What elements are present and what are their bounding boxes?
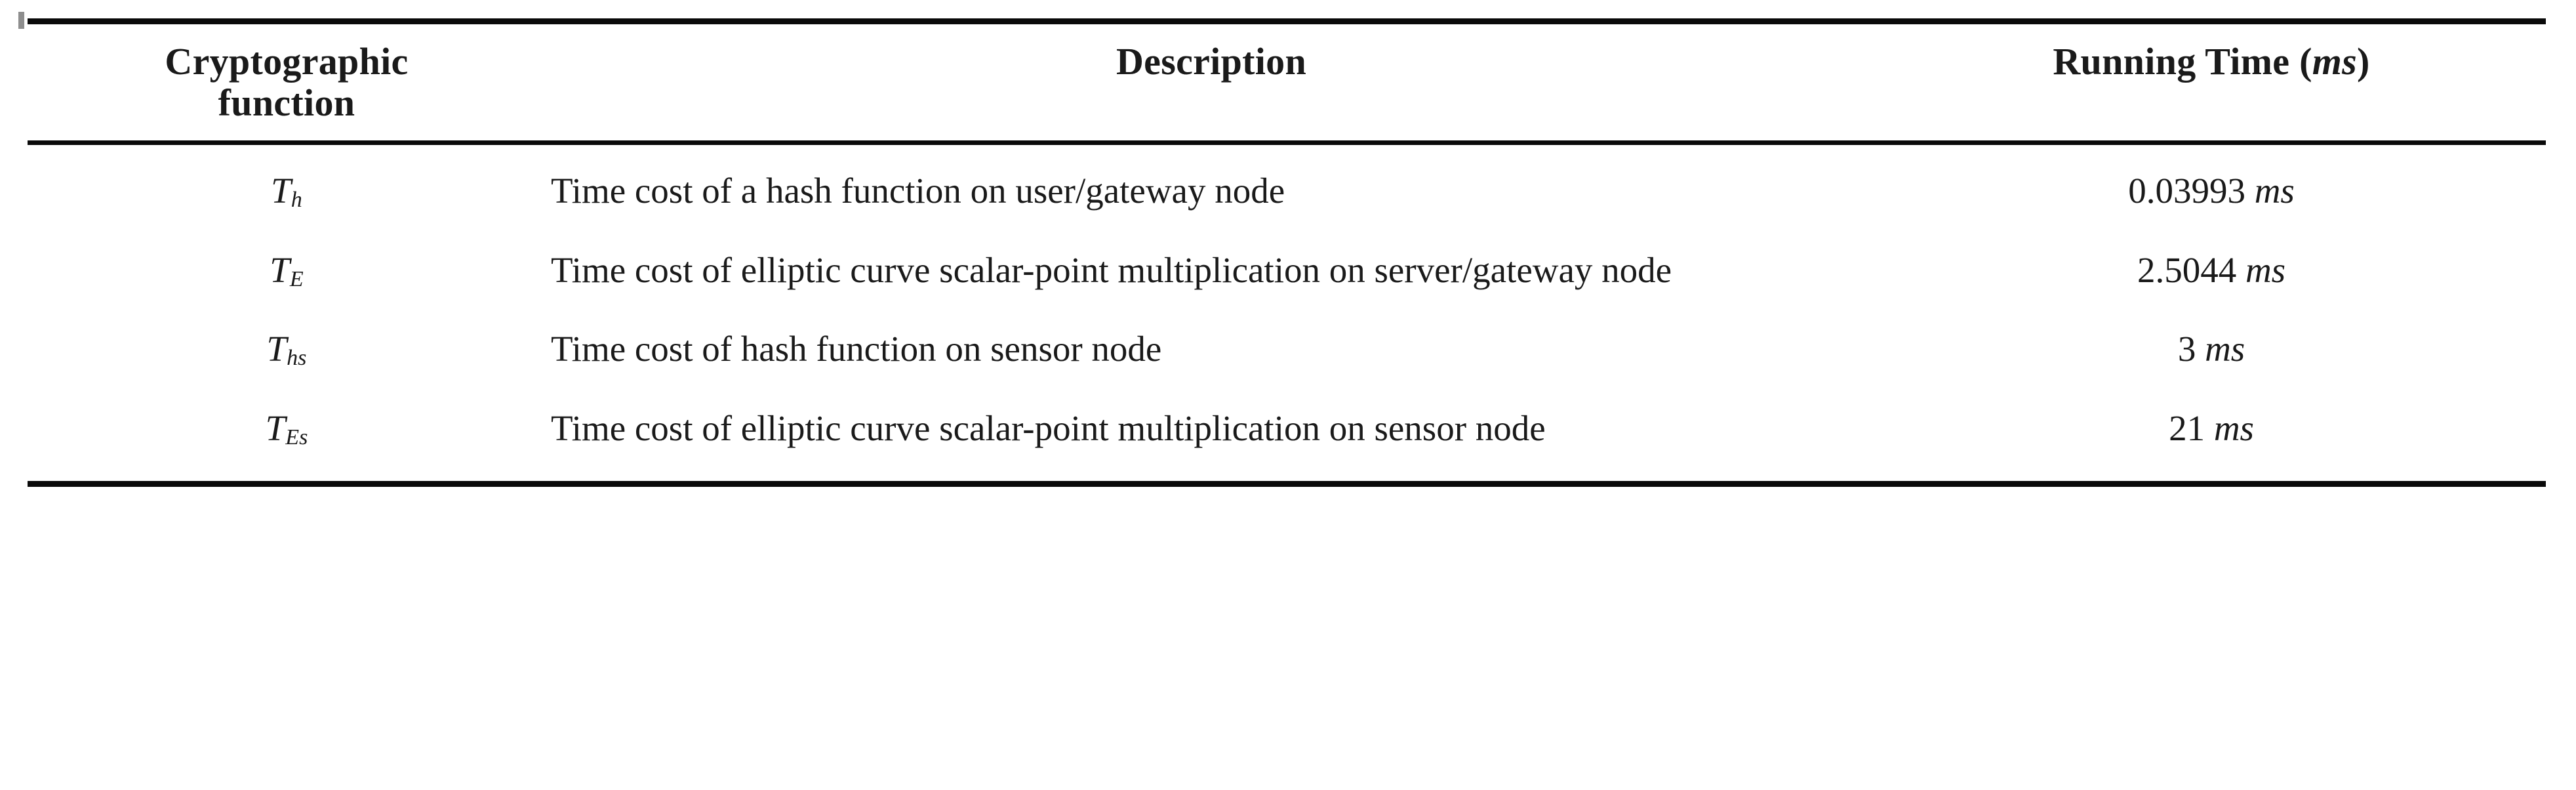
- symbol-subscript: E: [289, 266, 304, 291]
- running-time-unit: ms: [2213, 407, 2254, 448]
- table-row: Th Time cost of a hash function on user/…: [28, 142, 2546, 226]
- column-header-cryptographic-function-line1: Cryptographic: [165, 40, 409, 83]
- cell-description: Time cost of a hash function on user/gat…: [551, 171, 1285, 211]
- page-margin-tick-mark: [18, 12, 24, 29]
- table-body: Th Time cost of a hash function on user/…: [28, 142, 2546, 484]
- symbol-base: T: [270, 249, 290, 290]
- column-header-running-time-suffix: ): [2356, 40, 2370, 83]
- cell-running-time: 21 ms: [1877, 384, 2546, 484]
- table-row: TEs Time cost of elliptic curve scalar-p…: [28, 384, 2546, 484]
- column-header-description-label: Description: [1116, 40, 1307, 83]
- symbol-subscript: hs: [287, 346, 307, 371]
- table-row: TE Time cost of elliptic curve scalar-po…: [28, 226, 2546, 304]
- cryptographic-function-table: Cryptographic function Description Runni…: [28, 18, 2546, 487]
- running-time-unit: ms: [2205, 329, 2245, 369]
- column-header-cryptographic-function-line2: function: [218, 81, 355, 124]
- cell-description: Time cost of hash function on sensor nod…: [551, 329, 1162, 369]
- running-time-value: 2.5044: [2137, 249, 2237, 290]
- cell-description: Time cost of elliptic curve scalar-point…: [551, 249, 1672, 290]
- cell-description: Time cost of elliptic curve scalar-point…: [551, 407, 1546, 448]
- symbol-base: T: [265, 407, 286, 448]
- running-time-unit: ms: [2254, 171, 2295, 211]
- running-time-unit: ms: [2245, 249, 2286, 290]
- column-header-running-time-unit: ms: [2312, 40, 2357, 83]
- column-header-running-time-prefix: Running Time (: [2053, 40, 2312, 83]
- cell-running-time: 3 ms: [1877, 304, 2546, 383]
- running-time-value: 21: [2169, 407, 2205, 448]
- column-header-description: Description: [546, 22, 1877, 143]
- cell-running-time: 2.5044 ms: [1877, 226, 2546, 304]
- symbol-subscript: h: [291, 188, 302, 213]
- running-time-value: 0.03993: [2128, 171, 2245, 211]
- table-header: Cryptographic function Description Runni…: [28, 21, 2546, 143]
- cell-function-symbol: Th: [28, 143, 546, 226]
- cryptographic-function-table-container: Cryptographic function Description Runni…: [28, 18, 2546, 487]
- symbol-base: T: [266, 329, 287, 369]
- column-header-running-time: Running Time (ms): [1877, 22, 2546, 143]
- cell-function-symbol: TE: [28, 226, 546, 304]
- cell-function-symbol: Ths: [28, 304, 546, 383]
- cell-running-time: 0.03993 ms: [1877, 143, 2546, 226]
- table-row: Ths Time cost of hash function on sensor…: [28, 304, 2546, 383]
- running-time-value: 3: [2177, 329, 2196, 369]
- column-header-cryptographic-function: Cryptographic function: [28, 22, 546, 143]
- symbol-base: T: [271, 171, 291, 211]
- symbol-subscript: Es: [285, 425, 308, 449]
- cell-function-symbol: TEs: [28, 384, 546, 484]
- table-header-row: Cryptographic function Description Runni…: [28, 21, 2546, 143]
